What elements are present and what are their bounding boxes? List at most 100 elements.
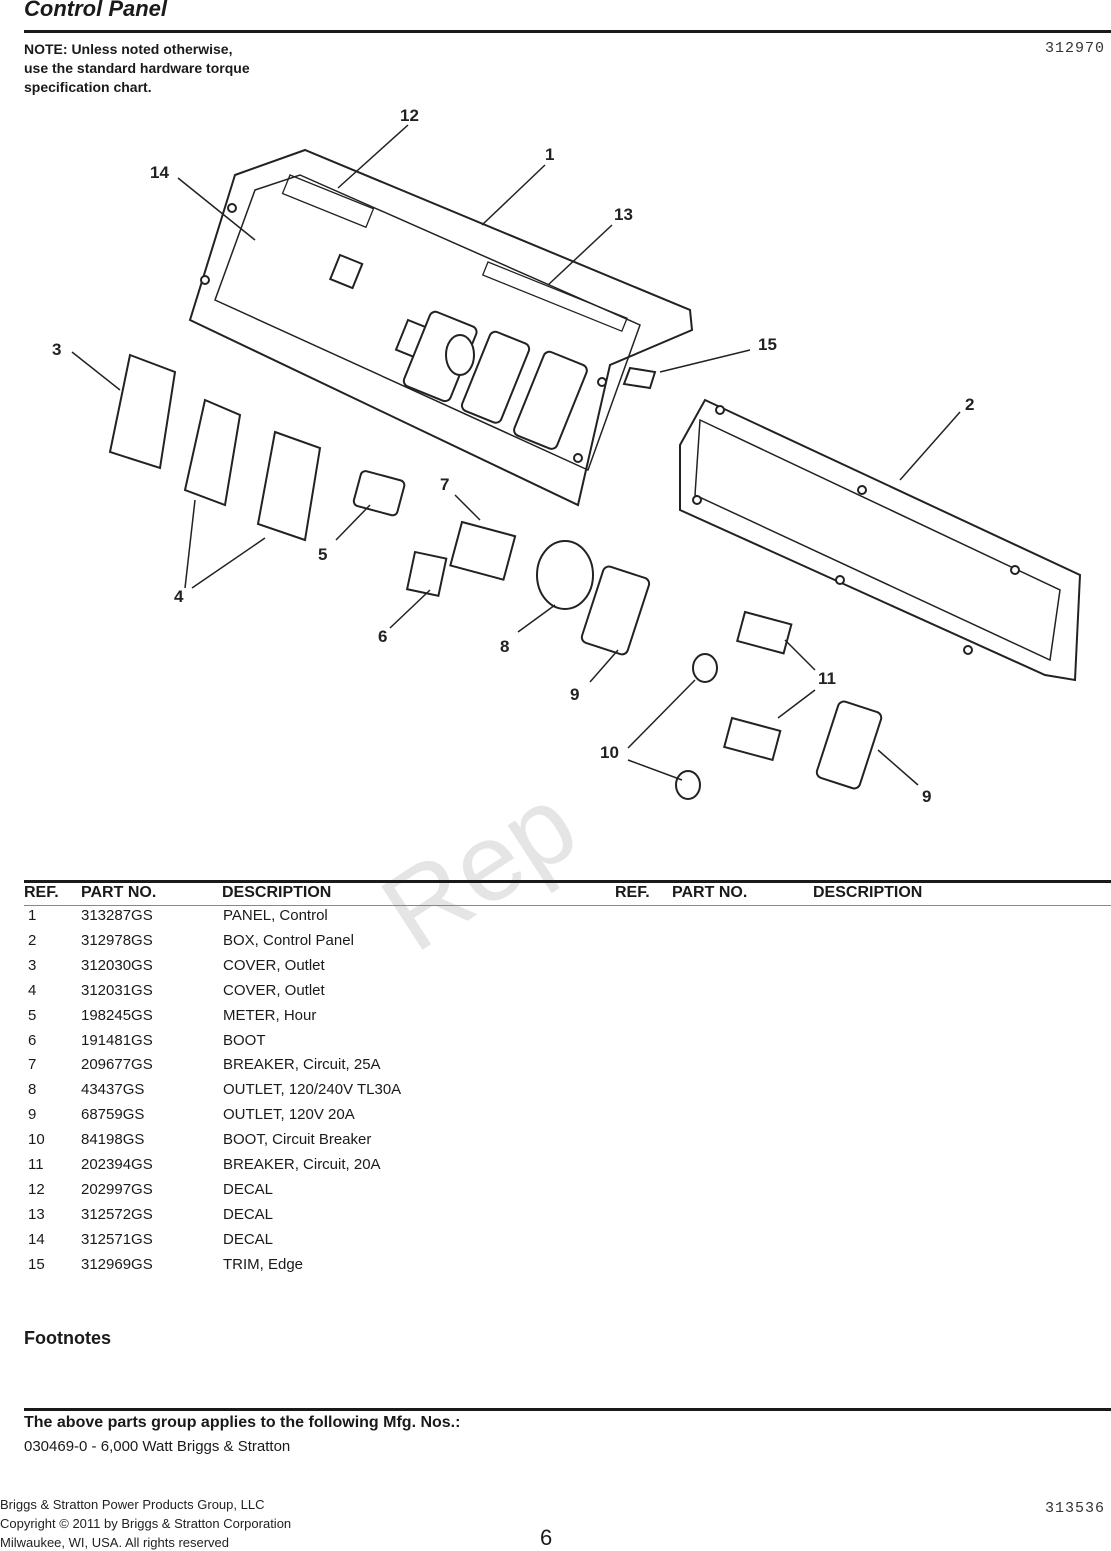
figure-number: 312970 bbox=[1044, 40, 1105, 57]
part-number-cell: 313287GS bbox=[81, 907, 153, 924]
description-cell: COVER, Outlet bbox=[223, 956, 325, 974]
part-number-cell: 209677GS bbox=[81, 1056, 153, 1074]
outlet-cover-part bbox=[256, 430, 322, 542]
part-number-cell: 312571GS bbox=[81, 1230, 153, 1248]
footer-address: Milwaukee, WI, USA. All rights reserved bbox=[0, 1535, 230, 1550]
applies-heading: The above parts group applies to the fol… bbox=[24, 1414, 461, 1431]
part-number-cell: 202997GS bbox=[81, 1180, 153, 1198]
breaker-boot-part bbox=[675, 770, 701, 800]
callout-12: 12 bbox=[400, 106, 419, 125]
part-number-cell: 68759GS bbox=[81, 1106, 145, 1124]
footer-copyright: Copyright © 2011 by Briggs & Stratton Co… bbox=[0, 1516, 292, 1531]
ref-cell: 3 bbox=[28, 956, 37, 974]
callout-10: 10 bbox=[600, 743, 619, 762]
table-row: 5 198245GS METER, Hour bbox=[0, 1007, 1111, 1032]
page-number: 6 bbox=[540, 1525, 553, 1550]
callout-1: 1 bbox=[545, 145, 554, 164]
description-cell: BREAKER, Circuit, 25A bbox=[223, 1056, 381, 1074]
callout-5: 5 bbox=[318, 545, 327, 564]
description-cell: DECAL bbox=[223, 1180, 274, 1198]
table-row: 13 312572GS DECAL bbox=[0, 1206, 1111, 1231]
description-cell: OUTLET, 120/240V TL30A bbox=[223, 1081, 402, 1099]
breaker-25a-part bbox=[449, 520, 517, 581]
part-number-cell: 312572GS bbox=[81, 1205, 153, 1223]
twistlock-outlet-part bbox=[536, 540, 594, 610]
callout-3: 3 bbox=[52, 340, 61, 359]
header-description: DESCRIPTION bbox=[222, 884, 332, 901]
ref-cell: 6 bbox=[28, 1031, 37, 1049]
ref-cell: 15 bbox=[28, 1255, 45, 1273]
ref-cell: 5 bbox=[28, 1006, 37, 1024]
callout-8: 8 bbox=[500, 637, 509, 656]
breaker-20a-part bbox=[736, 610, 793, 655]
edge-trim-part bbox=[622, 366, 657, 390]
description-cell: PANEL, Control bbox=[223, 907, 328, 924]
page-title: Control Panel bbox=[24, 0, 168, 21]
table-row: 8 43437GS OUTLET, 120/240V TL30A bbox=[0, 1081, 1111, 1106]
description-cell: BOOT, Circuit Breaker bbox=[223, 1131, 372, 1149]
callout-7: 7 bbox=[440, 475, 449, 494]
title-divider bbox=[24, 30, 1111, 33]
callout-9: 9 bbox=[570, 685, 579, 704]
breaker-20a-part bbox=[723, 716, 782, 762]
table-header-rule bbox=[24, 905, 1111, 906]
callout-13: 13 bbox=[614, 205, 633, 224]
callout-11: 11 bbox=[818, 669, 836, 688]
document-number: 313536 bbox=[1044, 1500, 1105, 1517]
duplex-outlet-part bbox=[815, 700, 883, 790]
duplex-outlet-part bbox=[580, 565, 651, 656]
callout-15: 15 bbox=[758, 335, 777, 354]
description-cell: OUTLET, 120V 20A bbox=[223, 1106, 355, 1124]
ref-cell: 4 bbox=[28, 981, 37, 999]
note-line: NOTE: Unless noted otherwise, bbox=[24, 41, 233, 57]
ref-cell: 11 bbox=[28, 1156, 44, 1173]
callout-4: 4 bbox=[174, 587, 184, 606]
ref-cell: 2 bbox=[28, 931, 37, 949]
callout-6: 6 bbox=[378, 627, 387, 646]
callout-9b: 9 bbox=[922, 787, 931, 806]
footnotes-heading: Footnotes bbox=[24, 1328, 111, 1348]
description-cell: DECAL bbox=[223, 1205, 274, 1223]
table-row: 9 68759GS OUTLET, 120V 20A bbox=[0, 1106, 1111, 1131]
part-number-cell: 84198GS bbox=[81, 1131, 145, 1149]
outlet-cover-part bbox=[108, 353, 177, 470]
hour-meter-part bbox=[352, 470, 406, 517]
table-row: 12 202997GS DECAL bbox=[0, 1181, 1111, 1206]
table-row: 3 312030GS COVER, Outlet bbox=[0, 957, 1111, 982]
ref-cell: 12 bbox=[28, 1180, 45, 1198]
description-cell: TRIM, Edge bbox=[223, 1255, 304, 1273]
control-panel-part bbox=[188, 148, 694, 507]
ref-cell: 13 bbox=[28, 1205, 45, 1223]
part-number-cell: 202394GS bbox=[81, 1156, 153, 1173]
header-ref-2: REF. bbox=[615, 884, 650, 901]
note-line: specification chart. bbox=[24, 79, 152, 95]
part-number-cell: 312030GS bbox=[81, 956, 153, 974]
part-number-cell: 198245GS bbox=[81, 1006, 153, 1024]
description-cell: BOOT bbox=[223, 1031, 266, 1049]
note-line: use the standard hardware torque bbox=[24, 60, 250, 76]
header-ref: REF. bbox=[24, 884, 59, 901]
ref-cell: 8 bbox=[28, 1081, 37, 1099]
header-description-2: DESCRIPTION bbox=[813, 884, 923, 901]
part-number-cell: 43437GS bbox=[81, 1081, 145, 1099]
part-number-cell: 312031GS bbox=[81, 981, 153, 999]
description-cell: DECAL bbox=[223, 1230, 274, 1248]
control-box-part bbox=[679, 398, 1082, 682]
torque-note: NOTE: Unless noted otherwise, use the st… bbox=[24, 40, 324, 97]
exploded-parts-diagram: 12 1 13 14 3 15 2 7 5 4 6 8 9 11 10 9 bbox=[52, 106, 1082, 806]
header-part-no: PART NO. bbox=[81, 884, 157, 901]
callout-14: 14 bbox=[150, 163, 169, 182]
description-cell: METER, Hour bbox=[223, 1006, 317, 1024]
breaker-boot-part bbox=[692, 653, 718, 683]
part-number-cell: 312978GS bbox=[81, 931, 153, 949]
ref-cell: 9 bbox=[28, 1106, 37, 1124]
outlet-cover-part bbox=[183, 398, 242, 507]
